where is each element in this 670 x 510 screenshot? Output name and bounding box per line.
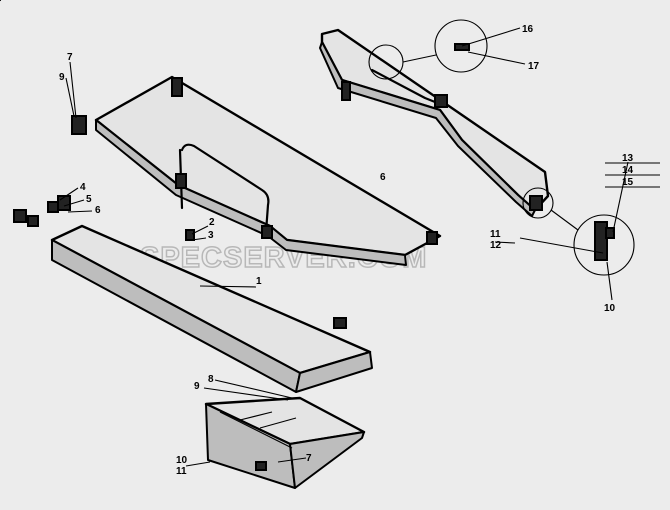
callout-15: 15 bbox=[622, 177, 634, 188]
callout-1: 1 bbox=[256, 276, 262, 287]
callout-3: 3 bbox=[208, 230, 214, 241]
side-rail bbox=[319, 28, 550, 217]
callout-10-right: 10 bbox=[604, 303, 616, 314]
callout-2: 2 bbox=[209, 217, 215, 228]
callout-10-lower: 10 bbox=[176, 455, 188, 466]
callout-9-upper: 9 bbox=[59, 72, 65, 83]
upper-left-bracket bbox=[65, 61, 87, 135]
hardware-2-3 bbox=[185, 225, 209, 241]
callout-14: 14 bbox=[622, 165, 634, 176]
callout-6-hardware: 6 bbox=[95, 205, 101, 216]
upper-bunk-panel bbox=[94, 75, 442, 266]
callout-4: 4 bbox=[80, 182, 86, 193]
hardware-4-5-6 bbox=[13, 187, 93, 227]
callout-7-lower: 7 bbox=[306, 453, 312, 464]
callout-9-lower: 9 bbox=[194, 381, 200, 392]
callout-17: 17 bbox=[528, 61, 540, 72]
storage-drawer bbox=[0, 0, 366, 489]
callout-11-right: 11 bbox=[490, 229, 501, 240]
lower-bunk-panel bbox=[50, 224, 373, 393]
detail-zoom-right bbox=[494, 161, 660, 301]
callout-labels: 7 9 4 5 6 6 2 3 1 16 17 13 14 15 11 12 1… bbox=[59, 24, 634, 477]
detail-zoom-top bbox=[368, 19, 526, 80]
callout-13: 13 bbox=[622, 153, 634, 164]
callout-5: 5 bbox=[86, 194, 92, 205]
callout-11-lower: 11 bbox=[176, 466, 187, 477]
callout-16: 16 bbox=[522, 24, 534, 35]
upper-panel-hinge bbox=[171, 77, 183, 97]
callout-12: 12 bbox=[490, 240, 502, 251]
callout-7-upper: 7 bbox=[67, 52, 73, 63]
callout-8: 8 bbox=[208, 374, 214, 385]
callout-6-panel: 6 bbox=[380, 172, 386, 183]
